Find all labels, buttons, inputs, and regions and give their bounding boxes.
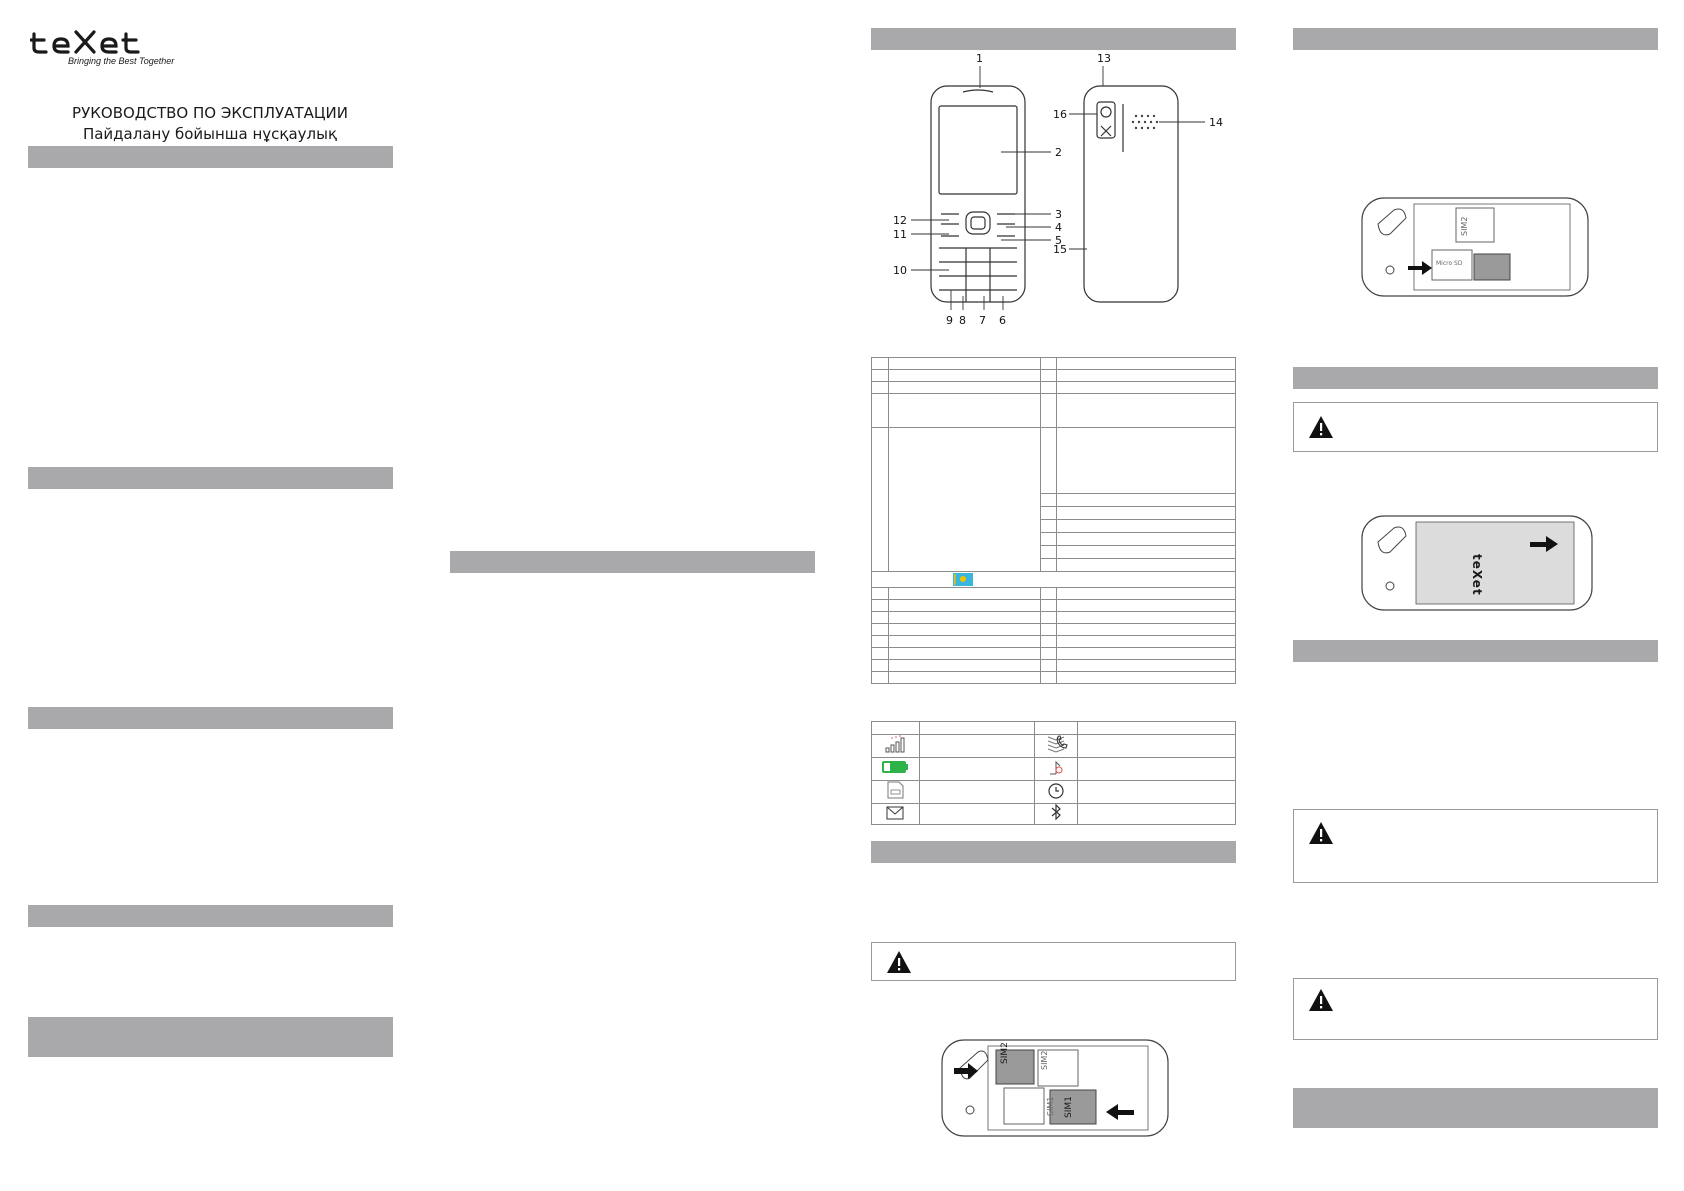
callout-7: 7 <box>979 314 986 327</box>
sim2-label: SIM2 <box>1000 1042 1010 1064</box>
signal-strength-icon <box>885 735 905 753</box>
callout-3: 3 <box>1055 208 1062 221</box>
callout-15: 15 <box>1053 243 1067 256</box>
section-bar-10 <box>1293 367 1658 389</box>
kazakhstan-flag-icon <box>953 573 973 586</box>
callout-9: 9 <box>946 314 953 327</box>
callout-14: 14 <box>1209 116 1223 129</box>
section-bar-12 <box>1293 1088 1658 1128</box>
callout-4: 4 <box>1055 221 1062 234</box>
section-bar-6 <box>450 551 815 573</box>
warning-box-2 <box>1293 402 1658 452</box>
phone-diagram: 1 2 3 4 5 6 7 8 9 10 11 12 13 14 15 16 <box>871 52 1236 332</box>
warning-icon <box>1309 416 1333 438</box>
alarm-clock-icon <box>1048 783 1064 799</box>
call-handset-icon <box>1054 734 1070 750</box>
callout-1: 1 <box>976 52 983 65</box>
callout-11: 11 <box>893 228 907 241</box>
sim1-slot-label: SIM1 <box>1046 1096 1055 1116</box>
section-bar-9 <box>1293 28 1658 50</box>
section-bar-2 <box>28 467 393 489</box>
texet-logo-icon <box>29 30 140 54</box>
callout-10: 10 <box>893 264 907 277</box>
silent-alarm-icon <box>1050 760 1063 775</box>
section-bar-11 <box>1293 640 1658 662</box>
key-description-table <box>871 357 1236 684</box>
warning-icon <box>1309 989 1333 1011</box>
page-title-kz: Пайдалану бойынша нұсқаулық <box>82 125 338 143</box>
sim-insert-figure: SIM2 SIM2 SIM1 SIM1 <box>940 1038 1170 1138</box>
battery-brand-mark: teXet <box>1470 554 1484 596</box>
status-icons-table <box>871 721 1236 825</box>
brand-tagline: Bringing the Best Together <box>68 56 175 66</box>
section-bar-3 <box>28 707 393 729</box>
callout-8: 8 <box>959 314 966 327</box>
callout-13: 13 <box>1097 52 1111 65</box>
message-envelope-icon <box>886 806 904 819</box>
microsd-insert-figure: SIM2 Micro SD <box>1360 196 1590 298</box>
page-title-ru: РУКОВОДСТВО ПО ЭКСПЛУАТАЦИИ <box>72 104 348 122</box>
callout-2: 2 <box>1055 146 1062 159</box>
warning-box-4 <box>1293 978 1658 1040</box>
callout-6: 6 <box>999 314 1006 327</box>
warning-icon <box>887 950 911 973</box>
bluetooth-icon <box>1051 803 1061 821</box>
callout-5: 5 <box>1055 234 1062 247</box>
battery-icon <box>882 761 909 773</box>
sim2-slot-label-2: SIM2 <box>1460 216 1469 236</box>
section-bar-5 <box>28 1017 393 1057</box>
sim-card-icon <box>887 781 904 799</box>
battery-insert-figure: teXet <box>1360 514 1594 612</box>
warning-box-1 <box>871 942 1236 981</box>
section-bar-7 <box>871 28 1236 50</box>
warning-box-3 <box>1293 809 1658 883</box>
warning-icon <box>1309 822 1333 844</box>
callout-12: 12 <box>893 214 907 227</box>
sim1-label: SIM1 <box>1064 1096 1074 1118</box>
brand-logo: Bringing the Best Together <box>29 28 180 70</box>
microsd-label: Micro SD <box>1436 260 1463 267</box>
callout-16: 16 <box>1053 108 1067 121</box>
section-bar-8 <box>871 841 1236 863</box>
section-bar-4 <box>28 905 393 927</box>
section-bar-1 <box>28 146 393 168</box>
sim2-slot-label: SIM2 <box>1040 1050 1049 1070</box>
